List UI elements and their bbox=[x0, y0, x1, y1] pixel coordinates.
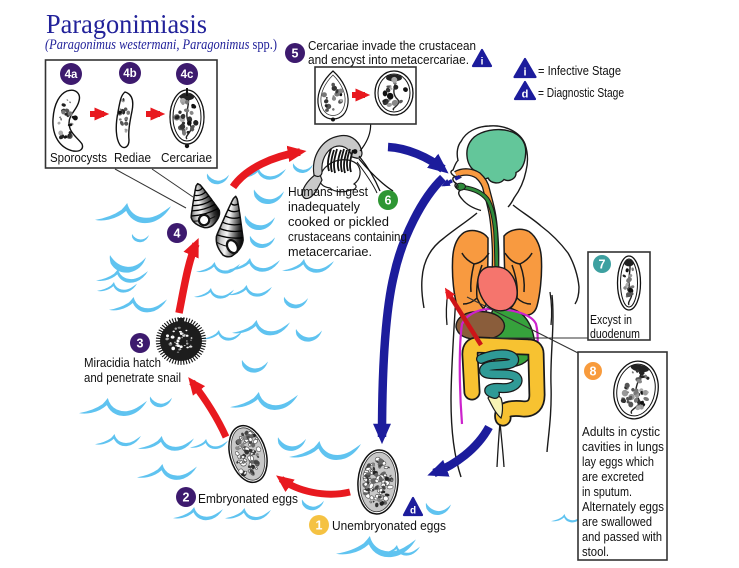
svg-text:7: 7 bbox=[599, 258, 606, 272]
svg-text:Cercariae: Cercariae bbox=[161, 150, 212, 165]
svg-text:6: 6 bbox=[385, 194, 392, 208]
svg-text:d: d bbox=[410, 506, 416, 517]
svg-text:= Infective Stage: = Infective Stage bbox=[538, 63, 621, 78]
svg-text:4a: 4a bbox=[65, 69, 78, 81]
svg-text:crustaceans containing: crustaceans containing bbox=[288, 229, 407, 244]
svg-text:metacercariae.: metacercariae. bbox=[288, 244, 372, 259]
svg-text:4b: 4b bbox=[123, 68, 136, 80]
svg-text:Miracidia hatch: Miracidia hatch bbox=[84, 355, 161, 370]
svg-text:duodenum: duodenum bbox=[590, 326, 640, 341]
svg-text:Unembryonated eggs: Unembryonated eggs bbox=[332, 518, 446, 533]
svg-text:1: 1 bbox=[316, 519, 323, 533]
svg-text:cooked or pickled: cooked or pickled bbox=[288, 214, 389, 229]
svg-text:8: 8 bbox=[590, 365, 597, 379]
svg-text:and encyst into metacercariae.: and encyst into metacercariae. bbox=[308, 52, 469, 67]
svg-text:and passed with: and passed with bbox=[582, 529, 662, 544]
svg-text:= Diagnostic Stage: = Diagnostic Stage bbox=[538, 85, 624, 100]
svg-text:i: i bbox=[523, 67, 526, 79]
svg-text:Alternately eggs: Alternately eggs bbox=[582, 499, 664, 514]
svg-text:4: 4 bbox=[174, 227, 181, 241]
svg-text:are excreted: are excreted bbox=[582, 469, 644, 484]
svg-text:Paragonimiasis: Paragonimiasis bbox=[46, 9, 207, 39]
svg-text:Adults in cystic: Adults in cystic bbox=[582, 424, 660, 439]
svg-text:4c: 4c bbox=[181, 69, 194, 81]
svg-text:stool.: stool. bbox=[582, 544, 609, 559]
svg-text:(Paragonimus westermani, Parag: (Paragonimus westermani, Paragonimus spp… bbox=[45, 37, 277, 53]
svg-text:Embryonated eggs: Embryonated eggs bbox=[198, 491, 298, 506]
svg-text:Sporocysts: Sporocysts bbox=[50, 150, 107, 165]
svg-text:2: 2 bbox=[183, 491, 190, 505]
svg-text:Cercariae invade the crustacea: Cercariae invade the crustacean bbox=[308, 38, 476, 53]
svg-text:i: i bbox=[481, 57, 484, 68]
svg-text:in sputum.: in sputum. bbox=[582, 484, 632, 499]
svg-text:inadequately: inadequately bbox=[288, 199, 360, 214]
svg-text:and penetrate snail: and penetrate snail bbox=[84, 370, 181, 385]
svg-text:Rediae: Rediae bbox=[114, 150, 151, 165]
svg-text:3: 3 bbox=[137, 337, 144, 351]
svg-text:cavities in lungs: cavities in lungs bbox=[582, 439, 664, 454]
svg-text:Excyst in: Excyst in bbox=[590, 312, 632, 327]
svg-text:d: d bbox=[522, 89, 529, 101]
svg-text:lay eggs which: lay eggs which bbox=[582, 454, 654, 469]
svg-text:5: 5 bbox=[292, 47, 299, 61]
svg-text:are swallowed: are swallowed bbox=[582, 514, 652, 529]
svg-text:Humans ingest: Humans ingest bbox=[288, 184, 368, 199]
